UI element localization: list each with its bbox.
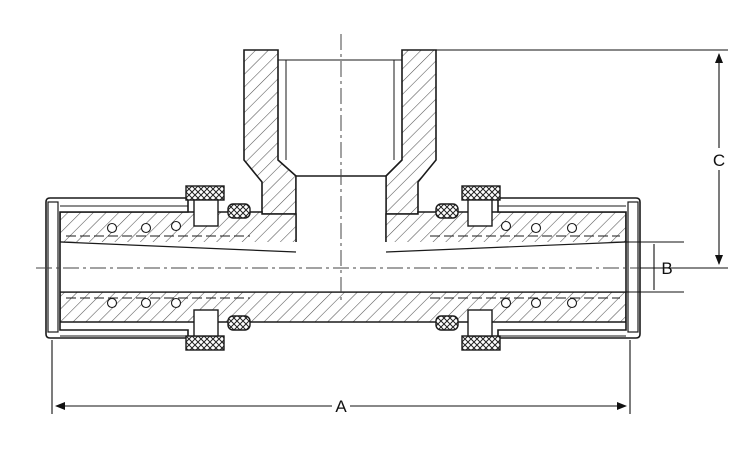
run-body-section (59, 211, 627, 323)
center-lines (36, 34, 650, 300)
left-press-sleeve (45, 197, 189, 339)
dimension-a-label: A (335, 397, 347, 416)
run-bore (60, 242, 626, 292)
press-ring-right-bottom (461, 335, 501, 351)
liner-lines (66, 235, 620, 299)
internal-thread (278, 59, 402, 160)
dimension-c-label: C (713, 151, 725, 170)
branch-left-wall (243, 49, 297, 215)
dimension-b (626, 241, 684, 293)
press-rings (185, 185, 501, 351)
press-ring-left-top (185, 185, 225, 201)
press-ring-left-bottom (185, 335, 225, 351)
serration-beads (106, 220, 578, 309)
right-press-sleeve (497, 197, 641, 339)
press-ring-right-top (461, 185, 501, 201)
